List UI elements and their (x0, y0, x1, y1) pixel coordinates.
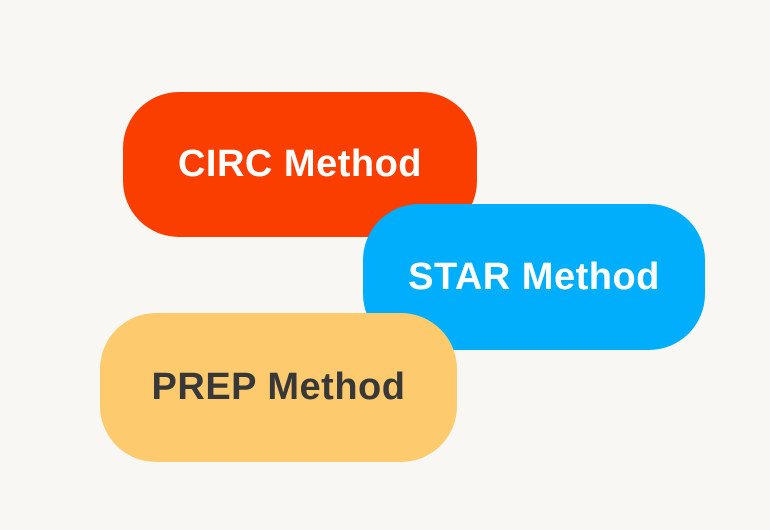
circ-method-pill: CIRC Method (123, 92, 477, 237)
prep-method-label: PREP Method (151, 366, 406, 408)
circ-method-label: CIRC Method (177, 143, 423, 185)
star-method-label: STAR Method (408, 255, 660, 298)
prep-method-pill: PREP Method (100, 313, 457, 462)
